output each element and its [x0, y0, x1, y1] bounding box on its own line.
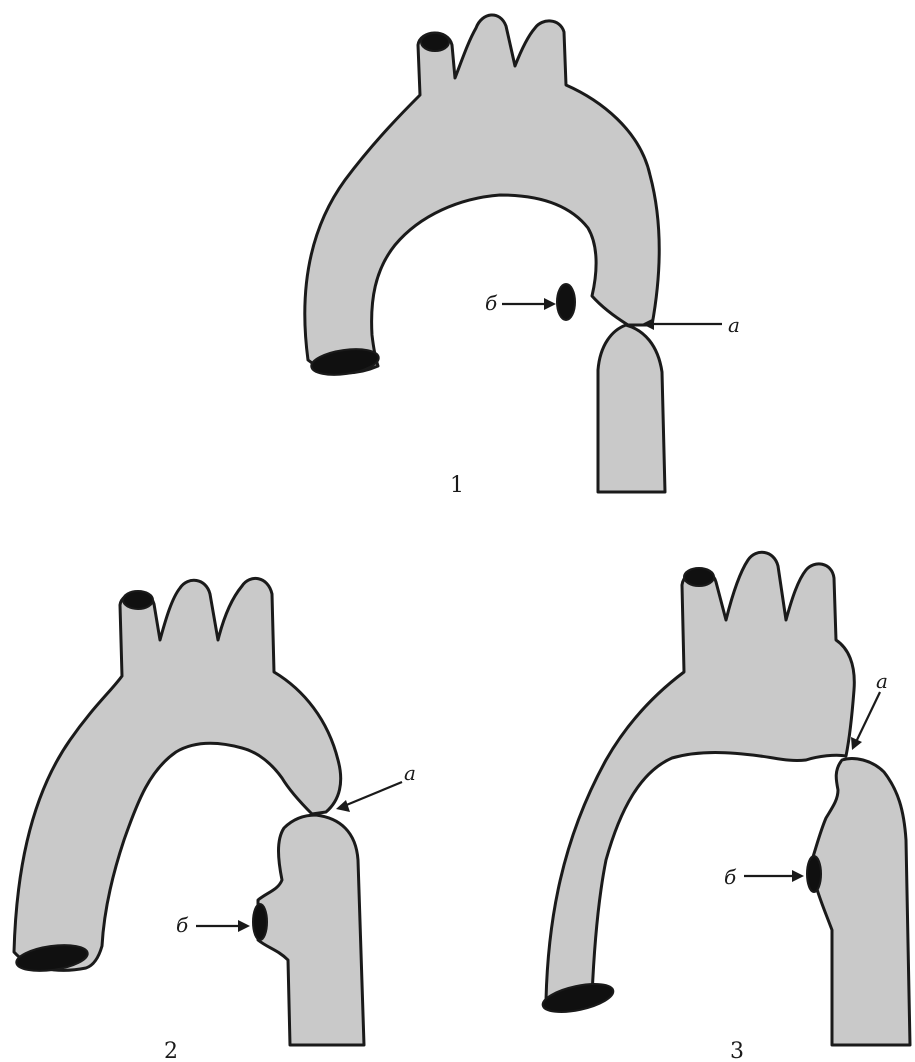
- panel-3-aortic-arch: [546, 552, 854, 1007]
- panel-1-label-b: б: [485, 291, 498, 315]
- panel-2-label-b: б: [176, 913, 189, 937]
- panel-1-ductus-opening: [557, 284, 575, 320]
- panel-1-number: 1: [450, 473, 464, 498]
- panel-3-number: 3: [730, 1039, 744, 1062]
- panel-2-arrow-b-head: [238, 920, 250, 932]
- panel-3-ductus-opening: [807, 856, 821, 892]
- panel-2-brachiocephalic-opening: [123, 591, 153, 609]
- panel-2-number: 2: [164, 1039, 178, 1062]
- panel-3-brachiocephalic-opening: [684, 568, 714, 586]
- panel-2-ductus-opening: [253, 904, 267, 940]
- panel-1-aortic-arch: [305, 15, 659, 373]
- panel-2: б a 2: [14, 578, 416, 1062]
- panel-1-descending-aorta: [598, 325, 665, 492]
- panel-3-descending-aorta: [812, 759, 910, 1046]
- panel-3: б a 3: [540, 552, 910, 1062]
- panel-1-arrow-b-head: [544, 298, 556, 310]
- panel-2-arrow-a-head: [336, 800, 350, 812]
- panel-3-label-b: б: [724, 865, 737, 889]
- panel-1-brachiocephalic-opening: [421, 33, 449, 51]
- panel-2-descending-aorta: [258, 815, 364, 1045]
- panel-1-label-a: a: [728, 313, 740, 337]
- panel-3-label-a: a: [876, 669, 888, 693]
- panel-2-arrow-a-line: [344, 782, 402, 806]
- panel-3-arrow-a-line: [856, 692, 880, 742]
- panel-3-arrow-b-head: [792, 870, 804, 882]
- panel-1: б a 1: [305, 15, 740, 498]
- panel-2-label-a: a: [404, 761, 416, 785]
